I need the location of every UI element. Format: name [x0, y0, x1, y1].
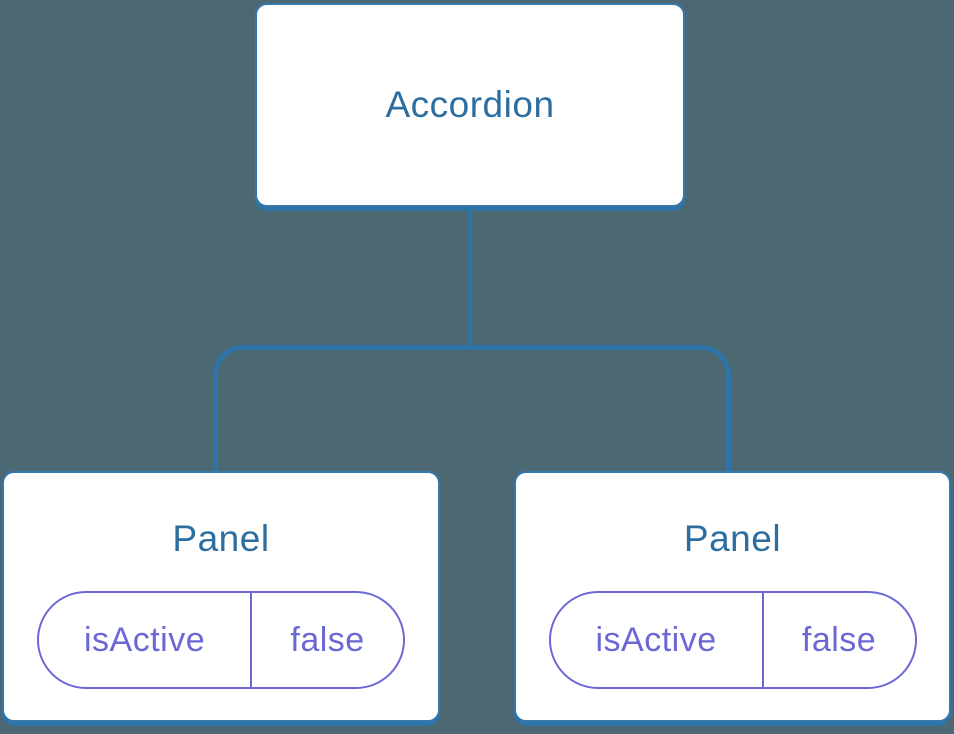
state-value: false — [761, 593, 915, 687]
state-pill: isActive false — [37, 591, 405, 689]
state-key: isActive — [83, 620, 206, 659]
accordion-node-label: Accordion — [385, 84, 555, 125]
accordion-node: Accordion — [255, 3, 685, 207]
state-value: false — [250, 593, 403, 687]
state-pill: isActive false — [548, 591, 917, 689]
panel-node-label: Panel — [172, 518, 270, 559]
connector-branch-bracket — [213, 345, 731, 472]
connector-stem-line — [467, 207, 472, 348]
panel-node-right: Panel isActive false — [514, 471, 951, 722]
panel-node-label: Panel — [683, 518, 782, 559]
state-key: isActive — [595, 620, 717, 659]
panel-node-left: Panel isActive false — [2, 471, 440, 722]
